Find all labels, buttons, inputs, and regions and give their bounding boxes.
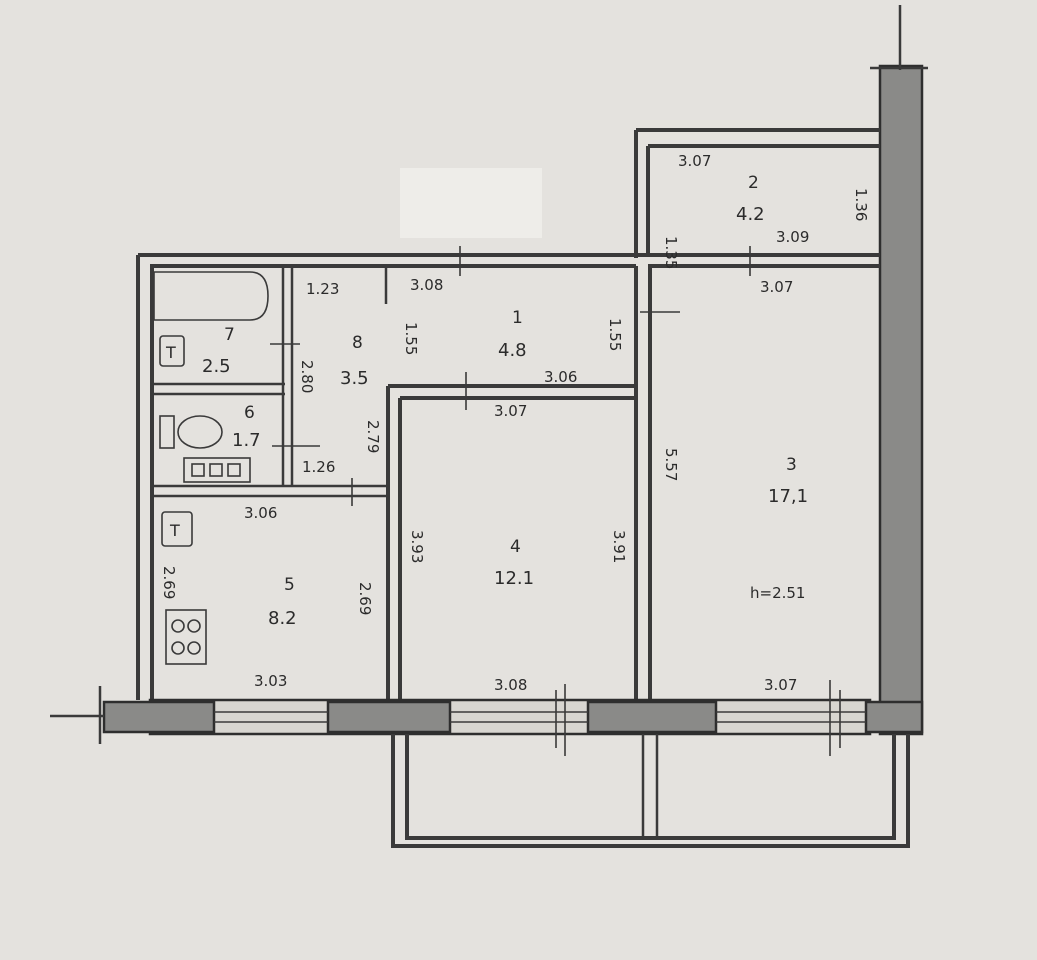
dim-room8-width: 1.23 (306, 280, 339, 298)
dim-room8-bottom: 1.26 (302, 458, 335, 476)
room-4-number: 4 (510, 537, 521, 557)
room-1-area: 4.8 (498, 340, 527, 361)
bathtub-icon: T (153, 271, 269, 367)
svg-text:T: T (165, 343, 176, 362)
dim-room5-top: 3.06 (244, 504, 277, 522)
walls (50, 5, 928, 848)
dim-room4-height-right: 3.91 (610, 530, 628, 563)
room-6-area: 1.7 (232, 430, 261, 451)
blank-label-area (400, 168, 542, 238)
dim-room3-bottom: 3.07 (764, 676, 797, 694)
dim-room4-height-left: 3.93 (408, 530, 426, 563)
dim-room4-top: 3.07 (494, 402, 527, 420)
dim-room8-height-right: 2.79 (364, 420, 382, 453)
room-7-number: 7 (224, 325, 235, 345)
room-labels: 1 4.8 2 4.2 3 17,1 4 12.1 5 8.2 6 1.7 7 … (202, 173, 808, 629)
dim-room2-width: 3.07 (678, 152, 711, 170)
exterior-wall-right (878, 64, 924, 736)
dim-room3-height: 5.57 (662, 448, 680, 481)
room-2-area: 4.2 (736, 204, 765, 225)
dim-room1-top: 3.08 (410, 276, 443, 294)
room-8-number: 8 (352, 333, 363, 353)
room-5-number: 5 (284, 575, 295, 595)
stove-icon: T (161, 511, 207, 665)
room-2-number: 2 (748, 173, 759, 193)
dim-room5-height-right: 2.69 (356, 582, 374, 615)
room-4-area: 12.1 (494, 568, 534, 589)
room-8-area: 3.5 (340, 368, 369, 389)
ceiling-height: h=2.51 (750, 584, 805, 602)
svg-text:T: T (169, 521, 180, 540)
dimension-labels: 3.07 3.09 3.07 1.23 3.08 3.06 3.07 1.26 … (160, 152, 870, 694)
room-3-area: 17,1 (768, 486, 808, 507)
dim-room2-height-right: 1.36 (852, 188, 870, 221)
dim-room2-height-left: 1.35 (662, 236, 680, 269)
dim-room1-height-right: 1.55 (606, 318, 624, 351)
dim-room2-inner: 3.09 (776, 228, 809, 246)
dim-room3-top: 3.07 (760, 278, 793, 296)
toilet-icon (159, 415, 251, 483)
dim-room5-bottom: 3.03 (254, 672, 287, 690)
dim-room1-height-left: 1.55 (402, 322, 420, 355)
dim-room4-bottom: 3.08 (494, 676, 527, 694)
dim-room5-height-left: 2.69 (160, 566, 178, 599)
dim-room8-height-left: 2.80 (298, 360, 316, 393)
room-1-number: 1 (512, 308, 523, 328)
room-3-number: 3 (786, 455, 797, 475)
room-6-number: 6 (244, 403, 255, 423)
dim-room1-bottom: 3.06 (544, 368, 577, 386)
room-7-area: 2.5 (202, 356, 231, 377)
room-5-area: 8.2 (268, 608, 297, 629)
